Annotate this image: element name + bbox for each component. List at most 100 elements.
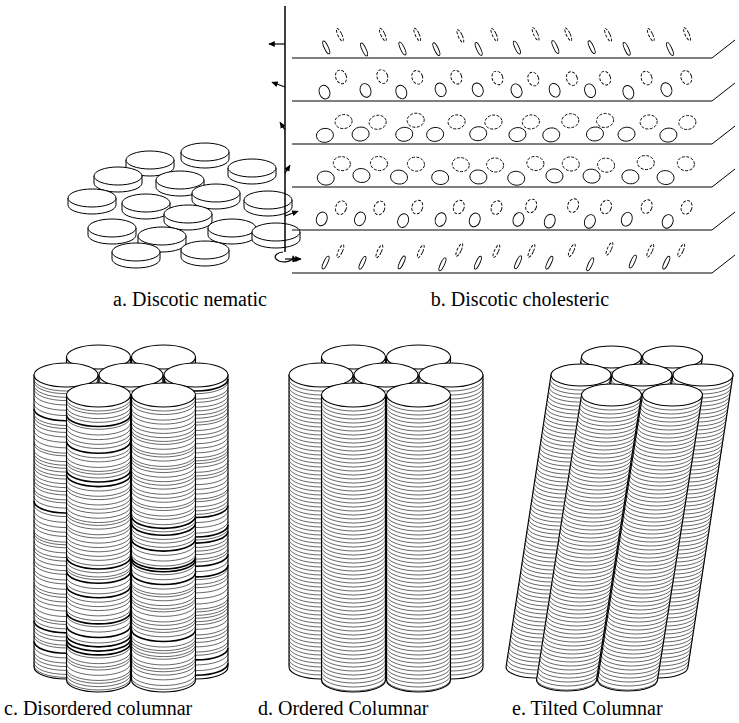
disc [447, 114, 466, 130]
disc [561, 113, 580, 129]
disc-top [181, 241, 229, 259]
disc [660, 213, 675, 230]
disc-top [112, 243, 160, 261]
disc [565, 70, 580, 87]
disc [375, 244, 385, 258]
disc [314, 210, 329, 227]
disc [547, 82, 562, 99]
disc [526, 71, 541, 88]
director-arrow [285, 165, 290, 173]
disc [359, 42, 369, 56]
disc-column [67, 383, 131, 692]
disc [619, 211, 634, 228]
disc [315, 127, 334, 143]
disc [378, 27, 388, 41]
rotation-arrow [275, 252, 293, 262]
disc [390, 169, 409, 185]
disc [449, 69, 464, 86]
disc [335, 28, 345, 42]
disc [676, 156, 695, 172]
disc [321, 255, 331, 269]
disc [583, 82, 598, 99]
disc [489, 199, 504, 216]
disc [566, 197, 581, 214]
phase-caption: e. Tilted Columnar [512, 697, 663, 719]
disc [332, 156, 351, 172]
disc [334, 113, 353, 129]
disc [508, 126, 527, 142]
disc [646, 28, 656, 42]
disc-top [164, 205, 212, 223]
disc [396, 212, 411, 229]
disc [351, 126, 370, 142]
disc [410, 199, 425, 216]
disc [561, 156, 580, 172]
disc [545, 256, 555, 270]
disc-column [132, 383, 196, 692]
disc-top [208, 219, 256, 237]
disc [524, 198, 539, 215]
disc [486, 157, 505, 173]
disc [679, 69, 694, 86]
disc [665, 42, 675, 56]
layer-plane [292, 40, 735, 58]
disc [621, 84, 636, 101]
disc [582, 213, 597, 230]
disc [551, 40, 561, 54]
disc-top [156, 171, 204, 189]
disc [526, 155, 545, 171]
disc [467, 212, 482, 229]
disc [639, 70, 654, 87]
disc [585, 257, 595, 271]
disc [375, 68, 390, 85]
disc [407, 156, 426, 172]
phase-caption: b. Discotic cholesteric [431, 288, 609, 310]
disc [599, 199, 614, 216]
disc [412, 27, 422, 41]
disc [656, 169, 675, 185]
disc [410, 69, 425, 86]
disc [512, 40, 522, 54]
disc [676, 243, 686, 257]
disc [469, 126, 488, 142]
disc [603, 28, 613, 42]
disc [621, 169, 640, 185]
disc-top [94, 167, 142, 185]
disc [368, 114, 387, 130]
layer-plane [292, 126, 735, 144]
disc-top [181, 143, 229, 161]
disc [395, 126, 414, 142]
director-arrow [280, 122, 285, 130]
disc [490, 70, 505, 87]
disc [564, 27, 574, 41]
disc [416, 244, 426, 258]
disc [542, 127, 561, 143]
disc [433, 81, 448, 98]
disc [567, 243, 577, 257]
disc [628, 254, 638, 268]
director-arrow [285, 258, 301, 259]
disc-top [192, 184, 240, 202]
disc [542, 213, 557, 230]
disc [474, 42, 484, 56]
disc [659, 81, 674, 98]
disc [358, 82, 373, 99]
disc [507, 170, 526, 186]
disc [398, 41, 408, 55]
disc [622, 42, 632, 56]
layer-plane [292, 255, 735, 273]
disc-column [387, 383, 451, 692]
disc [451, 199, 466, 216]
disc-top [252, 223, 300, 241]
disc [469, 169, 488, 185]
disc [605, 242, 615, 256]
disc [456, 29, 466, 43]
director-arrow [269, 43, 285, 44]
disc [336, 244, 346, 258]
disc [431, 169, 450, 185]
disc [545, 168, 564, 184]
disc [358, 256, 368, 270]
disc [426, 126, 445, 142]
disc [527, 244, 537, 258]
